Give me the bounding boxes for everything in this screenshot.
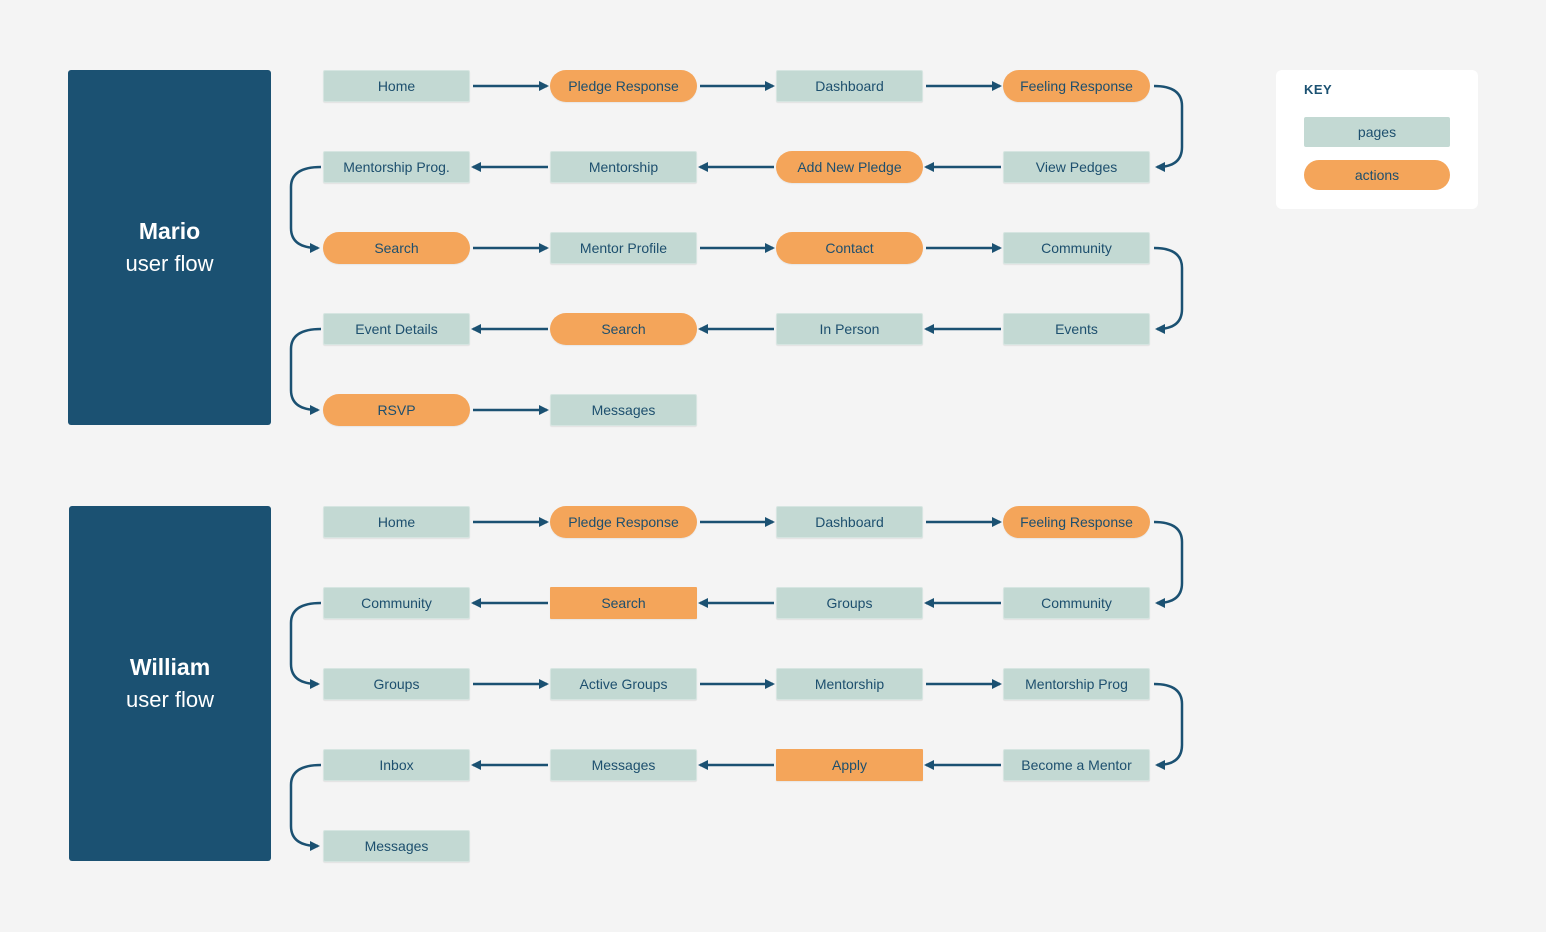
flow-subtitle-william: user flow [125, 686, 215, 712]
arrow-turn-down [289, 327, 322, 415]
action-node: Search [550, 587, 697, 619]
page-node: Mentorship [550, 151, 697, 183]
action-node: Feeling Response [1003, 506, 1150, 538]
william-flow-panel: William user flow [69, 506, 271, 861]
flow-title-william: William [129, 653, 211, 680]
action-node: Add New Pledge [776, 151, 923, 183]
flow-title-mario: Mario [138, 217, 201, 244]
action-node: Contact [776, 232, 923, 264]
page-node: In Person [776, 313, 923, 345]
arrow-turn-down [1153, 682, 1184, 770]
page-node: Community [323, 587, 470, 619]
key-pages-swatch: pages [1304, 117, 1450, 147]
action-node: Apply [776, 749, 923, 781]
arrow-turn-down [289, 165, 322, 253]
mario-flow-panel: Mario user flow [68, 70, 271, 425]
page-node: Community [1003, 232, 1150, 264]
page-node: Home [323, 70, 470, 102]
page-node: Messages [550, 394, 697, 426]
page-node: Groups [776, 587, 923, 619]
arrow-turn-down [289, 763, 322, 851]
page-node: Active Groups [550, 668, 697, 700]
flow-subtitle-mario: user flow [125, 250, 214, 276]
arrow-turn-down [289, 601, 322, 689]
page-node: Become a Mentor [1003, 749, 1150, 781]
page-node: Mentor Profile [550, 232, 697, 264]
arrow-turn-down [1153, 520, 1184, 608]
arrow-turn-down [1153, 246, 1184, 334]
page-node: Events [1003, 313, 1150, 345]
page-node: Home [323, 506, 470, 538]
key-title: KEY [1304, 82, 1333, 97]
page-node: Event Details [323, 313, 470, 345]
page-node: Mentorship Prog. [323, 151, 470, 183]
action-node: Search [550, 313, 697, 345]
action-node: RSVP [323, 394, 470, 426]
action-node: Pledge Response [550, 506, 697, 538]
legend-key: KEY pages actions [1276, 70, 1478, 209]
page-node: Community [1003, 587, 1150, 619]
key-actions-swatch: actions [1304, 160, 1450, 190]
page-node: Mentorship Prog [1003, 668, 1150, 700]
action-node: Search [323, 232, 470, 264]
page-node: Inbox [323, 749, 470, 781]
arrow-turn-down [1153, 84, 1184, 172]
action-node: Feeling Response [1003, 70, 1150, 102]
page-node: Messages [323, 830, 470, 862]
page-node: Dashboard [776, 70, 923, 102]
action-node: Pledge Response [550, 70, 697, 102]
page-node: Groups [323, 668, 470, 700]
page-node: Messages [550, 749, 697, 781]
page-node: Mentorship [776, 668, 923, 700]
page-node: View Pedges [1003, 151, 1150, 183]
page-node: Dashboard [776, 506, 923, 538]
